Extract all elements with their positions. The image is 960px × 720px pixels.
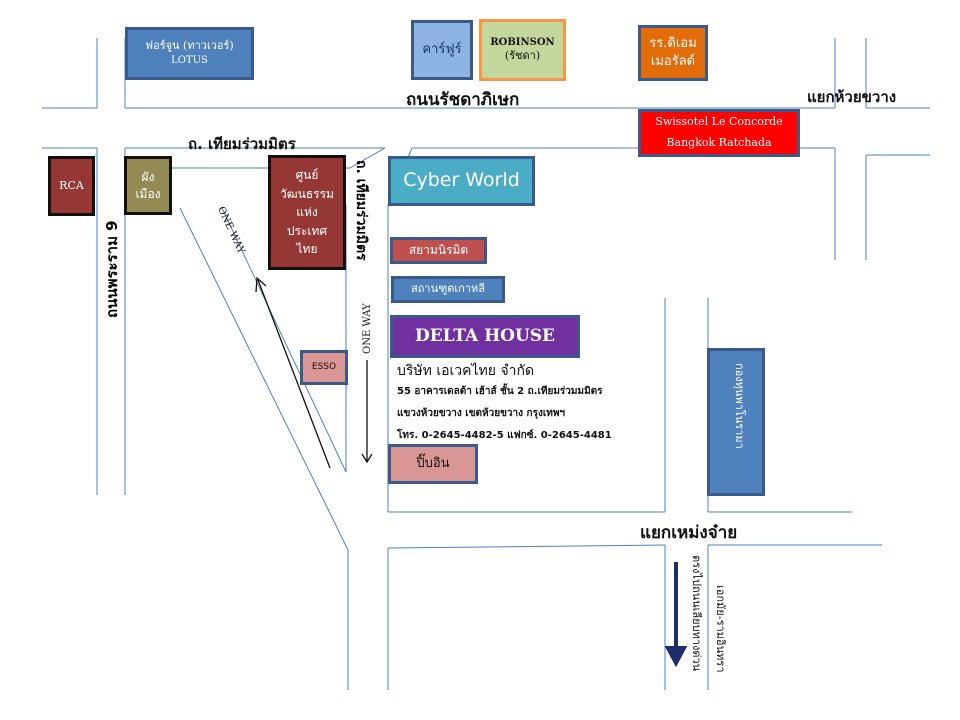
one-way-arrow-diagonal xyxy=(257,279,331,469)
emerald-line2: เมอรัลด์ xyxy=(650,54,696,69)
robinson-line2: (รัชดา) xyxy=(504,49,541,63)
one-way-road-edge xyxy=(221,207,347,473)
pin-in-label: ปิ๊บอิน xyxy=(416,456,450,472)
esso-label: ESSO xyxy=(311,362,337,373)
phang-mueang-line1: ผัง xyxy=(141,170,155,185)
lotus-fortune-tower[interactable]: ฟอร์จูน (ทาวเวอร์) LOTUS xyxy=(125,27,254,80)
pin-in[interactable]: ปิ๊บอิน xyxy=(388,444,478,484)
emerald-line1: รร.ดิเอม xyxy=(649,36,697,52)
cultural-center-line: ไทย xyxy=(296,242,318,257)
junction-meng-jai: แยกเหม่งจ๋าย xyxy=(640,523,738,543)
delta-house[interactable]: DELTA HOUSE xyxy=(390,315,580,358)
road-label-rama9: ถนนพระราม 9 xyxy=(103,220,121,318)
ekkamai-ramintra-note: เอกมัย-รามอินทรา xyxy=(714,585,727,673)
phang-mueang[interactable]: ผัง เมือง xyxy=(124,156,172,215)
lotus-line2: LOTUS xyxy=(171,55,208,67)
company-phone: โทร. 0-2645-4482-5 แฟกซ์. 0-2645-4481 xyxy=(397,430,612,441)
robinson-ratchada[interactable]: ROBINSON (รัชดา) xyxy=(479,19,566,81)
swissotel-le-concorde[interactable]: Swissotel Le Concorde Bangkok Ratchada xyxy=(638,109,800,157)
carrefour[interactable]: คาร์ฟูร์ xyxy=(411,20,473,80)
road-label-ratchadaphisek: ถนนรัชดาภิเษก xyxy=(406,90,520,110)
arrow-head xyxy=(255,276,267,293)
robinson-line1: ROBINSON xyxy=(490,36,555,48)
company-address-line2: แขวงห้วยขวาง เขตห้วยขวาง กรุงเทพฯ xyxy=(397,408,566,419)
swissotel-line1: Swissotel Le Concorde xyxy=(655,115,783,129)
arrow-head xyxy=(361,453,373,464)
cyber-world[interactable]: Cyber World xyxy=(388,156,535,206)
road-label-tiam-ruam-mit: ถ. เทียมร่วมมิตร xyxy=(188,135,296,153)
emerald-hotel[interactable]: รร.ดิเอม เมอรัลด์ xyxy=(638,25,708,81)
thailand-cultural-center[interactable]: ศูนย์ วัฒนธรรม แห่ง ประเทศ ไทย xyxy=(268,155,346,270)
siam-niramit-label: สยามนิรมิต xyxy=(408,243,469,258)
korean-embassy-label: สถานฑูตเกาหลี xyxy=(411,282,485,296)
cultural-center-line: แห่ง xyxy=(296,205,318,220)
rca-label: RCA xyxy=(59,178,84,192)
rca[interactable]: RCA xyxy=(48,156,95,216)
lotus-line1: ฟอร์จูน (ทาวเวอร์) xyxy=(145,39,234,53)
cultural-center-line: ศูนย์ xyxy=(295,168,319,183)
expressway-note: ตรงไปถนนเลียบทางด่วน xyxy=(690,555,703,672)
company-name: บริษัท เอเวคไทย จำกัด xyxy=(397,363,535,379)
cultural-center-line: ประเทศ xyxy=(286,223,328,238)
carrefour-label: คาร์ฟูร์ xyxy=(422,42,462,58)
road-edge xyxy=(387,544,666,549)
swissotel-line2: Bangkok Ratchada xyxy=(666,136,772,149)
siam-niramit[interactable]: สยามนิรมิต xyxy=(390,237,487,264)
one-way-label-vertical: ONE WAY xyxy=(362,303,373,354)
road-label-tiam-ruam-mit-vertical: ถ. เทียมร่วมมิตร xyxy=(353,160,369,261)
phang-mueang-line2: เมือง xyxy=(135,186,161,201)
cultural-center-line: วัฒนธรรม xyxy=(280,186,334,201)
noble-remix-building[interactable]: กองทุนพาโนรามา xyxy=(707,348,765,496)
junction-huai-khwang: แยกห้วยขวาง xyxy=(807,88,897,106)
delta-house-label: DELTA HOUSE xyxy=(414,326,556,347)
korean-embassy[interactable]: สถานฑูตเกาหลี xyxy=(391,276,505,303)
expressway-arrow-head xyxy=(664,646,688,668)
noble-remix-label: กองทุนพาโนรามา xyxy=(733,363,746,449)
one-way-road-edge xyxy=(179,207,349,551)
company-address-line1: 55 อาคารเดลต้า เฮ้าส์ ชั้น 2 ถ.เทียมร่วม… xyxy=(397,386,603,397)
esso[interactable]: ESSO xyxy=(300,350,348,385)
cyber-world-label: Cyber World xyxy=(403,169,520,192)
